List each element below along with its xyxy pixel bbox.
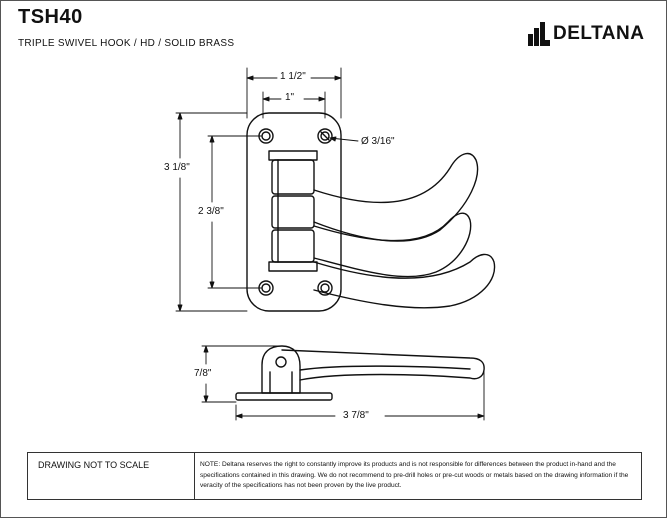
dimension-hook-length-lines xyxy=(235,369,485,421)
dimension-overall-width-lines xyxy=(246,67,342,119)
dimension-overall-height-lines xyxy=(175,112,248,312)
label-hole-diameter: Ø 3/16" xyxy=(361,136,395,147)
model-number: TSH40 xyxy=(18,6,83,28)
dimension-projection-lines xyxy=(201,345,281,403)
hinge-bracket-bottom xyxy=(268,261,318,272)
deltana-steps-icon xyxy=(528,22,550,46)
label-hole-spacing-width: 1" xyxy=(285,92,295,103)
label-overall-width: 1 1/2" xyxy=(280,71,306,82)
disclaimer-text: NOTE: Deltana reserves the right to cons… xyxy=(200,461,629,489)
label-hole-spacing-height: 2 3/8" xyxy=(198,206,224,217)
hole-diameter-leader xyxy=(329,136,359,142)
side-base-plate xyxy=(235,392,333,401)
hook-arm-top xyxy=(313,152,479,242)
dimension-hole-spacing-height-lines xyxy=(207,135,263,289)
brand-logo: DELTANA xyxy=(528,22,644,46)
screw-hole-bottom-left xyxy=(258,280,274,296)
notes-divider xyxy=(194,453,195,499)
screw-hole-top-right xyxy=(317,128,333,144)
pivot-knuckles xyxy=(271,159,315,263)
hook-arm-middle xyxy=(313,212,472,278)
back-plate xyxy=(246,112,342,312)
hook-arm-bottom xyxy=(313,253,496,309)
scale-note: DRAWING NOT TO SCALE xyxy=(38,460,150,470)
hinge-bracket-top xyxy=(268,150,318,161)
screw-hole-top-left xyxy=(258,128,274,144)
side-hook-arm xyxy=(281,349,485,381)
label-projection: 7/8" xyxy=(194,368,212,379)
label-overall-height: 3 1/8" xyxy=(164,162,190,173)
brand-name: DELTANA xyxy=(553,23,645,44)
notes-box: DRAWING NOT TO SCALE NOTE: Deltana reser… xyxy=(27,452,642,500)
label-hook-length: 3 7/8" xyxy=(343,410,369,421)
screw-hole-bottom-right xyxy=(317,280,333,296)
side-pivot-housing xyxy=(261,345,301,394)
product-description: TRIPLE SWIVEL HOOK / HD / SOLID BRASS xyxy=(18,38,235,49)
